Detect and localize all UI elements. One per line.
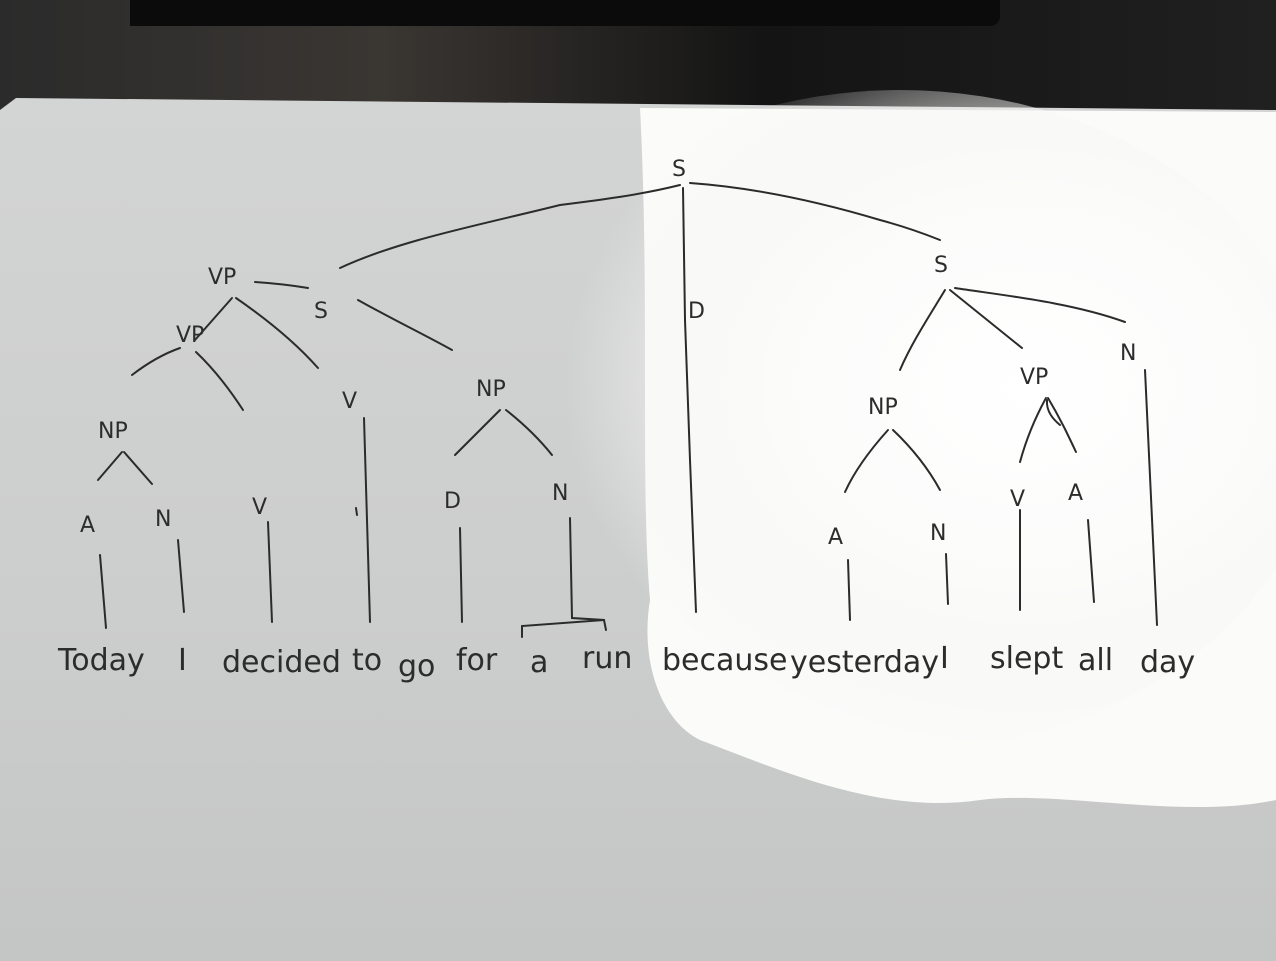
word-2: I [178,643,187,678]
node-vp-lower: VP [176,323,204,348]
edge-vp-right-v [1019,397,1047,463]
edge-root-d-because [682,187,697,613]
edge-v-to [363,417,371,623]
word-11: I [940,641,949,676]
edge-left-s-np-mid [357,299,453,351]
edge-right-s-np [899,289,946,371]
edge-right-s-n [954,287,1126,323]
edge-n-i-right [945,553,949,605]
word-1: Today [57,643,145,678]
word-12: slept [990,641,1063,676]
edge-root-left-s [339,184,681,269]
node-vp-right: VP [1020,365,1048,390]
paper-light-glow [480,90,1276,750]
word-8: run [582,641,632,676]
node-d-for: D [444,489,461,514]
edge-vp-lower-v-decided [195,351,244,411]
word-9: because [662,643,787,678]
edge-run-bracket [521,619,605,638]
edge-np-left-a [97,451,123,481]
node-vp-upper: VP [208,265,236,290]
word-13: all [1078,643,1113,678]
edge-d-for [459,527,463,623]
node-np-mid: NP [476,377,506,402]
node-left-s: S [314,299,328,324]
word-6: for [456,643,498,678]
edge-np-right-a [844,429,889,493]
edge-vp-upper-v-to [235,297,319,369]
edge-vp-right-a [1047,397,1077,453]
edge-vp-right-inner [1045,399,1061,426]
sentence-words: Today I decided to go for a run because … [57,641,1195,684]
monitor-edge [130,0,1000,26]
edge-mark-dot [355,507,358,516]
word-3: decided [222,645,341,680]
node-a-yesterday: A [828,525,843,550]
edge-np-right-n [892,429,941,491]
edge-np-mid-n [505,409,553,456]
edge-a-today [99,554,107,629]
node-np-right: NP [868,395,898,420]
edge-n-run [569,517,607,631]
node-a-today: A [80,513,95,538]
word-7: a [530,645,548,680]
edge-right-s-vp [949,289,1023,349]
edge-left-s-vp-upper [254,281,309,289]
node-n-run: N [552,481,568,506]
word-14: day [1140,645,1195,680]
node-root-s: S [672,157,686,182]
node-v-to: V [342,389,357,414]
edge-vp-lower-np-left [131,347,181,376]
tree-nodes: S S VP VP NP A N V V NP D N D S NP A N V… [80,157,1136,550]
edge-np-mid-d [454,409,501,456]
node-n-i-right: N [930,521,946,546]
edge-a-yesterday [847,559,851,621]
edge-v-decided [267,521,273,623]
word-5: go [398,649,435,684]
node-n-i-left: N [155,507,171,532]
node-n-day: N [1120,341,1136,366]
edge-n-day [1144,369,1158,626]
edge-a-all [1087,519,1095,603]
node-v-slept: V [1010,487,1025,512]
node-d-because: D [688,299,705,324]
edge-np-left-n [123,451,153,485]
node-a-all: A [1068,481,1083,506]
edge-n-i-left [177,539,185,613]
node-right-s: S [934,253,948,278]
tree-edges [97,182,1158,638]
word-4: to [352,643,382,678]
word-10: yesterday [790,645,939,680]
edge-root-right-s [689,182,941,241]
node-np-left: NP [98,419,128,444]
edge-vp-upper-vp-lower [194,297,233,341]
node-v-decided: V [252,495,267,520]
